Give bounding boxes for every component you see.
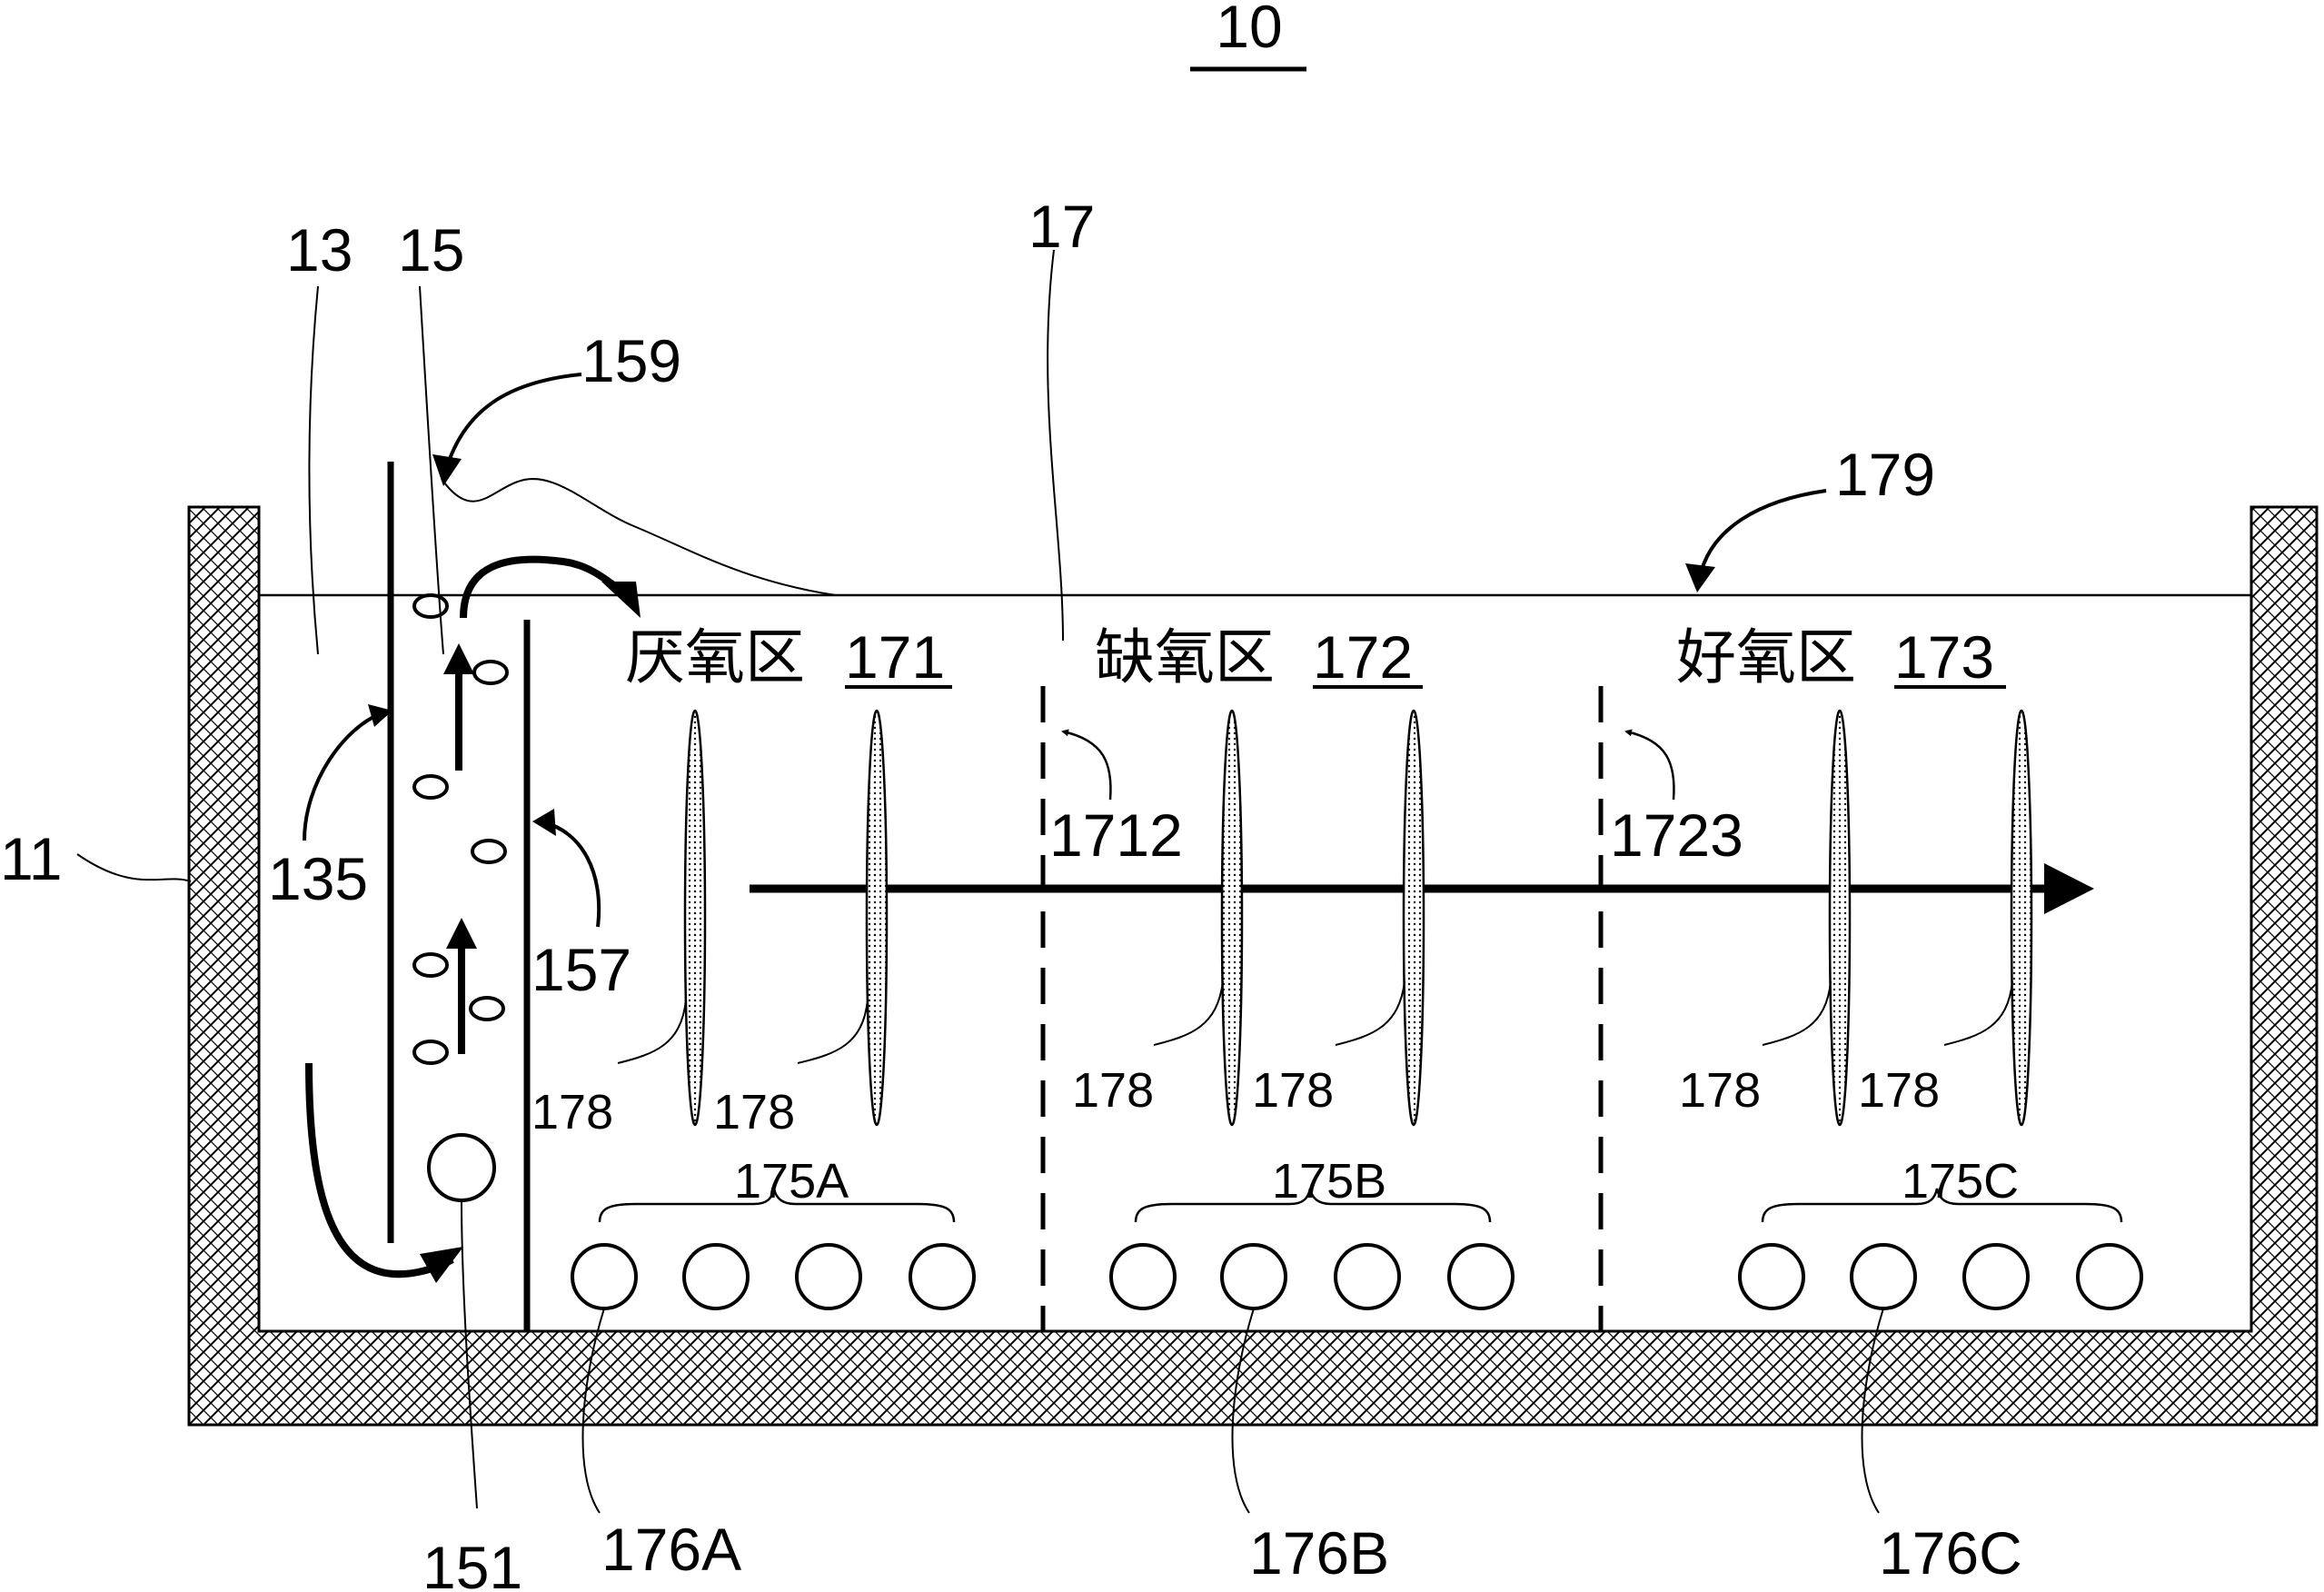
- overflow-flow-arrow-head: [601, 582, 641, 618]
- diffuser: [909, 1243, 976, 1310]
- label-178: 178: [1858, 1063, 1940, 1118]
- overflow-flow-arrow: [460, 555, 630, 619]
- label-1712: 1712: [1049, 801, 1183, 869]
- inflow-arrow: [305, 1062, 454, 1279]
- label-176a: 176A: [601, 1516, 741, 1583]
- zone-anaerobic: 厌氧区 171: [625, 622, 952, 692]
- label-176c: 176C: [1879, 1519, 2022, 1587]
- media-178: [1402, 709, 1425, 1127]
- pointer-179-head: [1685, 563, 1715, 592]
- bubble: [412, 774, 449, 800]
- label-15: 15: [398, 216, 464, 284]
- bubble: [472, 660, 509, 685]
- diffuser: [2076, 1243, 2143, 1310]
- bubble: [412, 593, 449, 619]
- main-flow-arrow-head: [2044, 863, 2094, 914]
- label-178: 178: [531, 1085, 613, 1139]
- zone-aerobic: 好氧区 173: [1676, 622, 2006, 692]
- media-178: [2010, 709, 2033, 1127]
- diffuser: [571, 1243, 638, 1310]
- pointer-135-head: [368, 704, 392, 727]
- diffuser: [682, 1243, 750, 1310]
- diffusers-b: [1109, 1243, 1515, 1310]
- brace-175b: [1134, 1188, 1492, 1223]
- label-151: 151: [422, 1534, 522, 1592]
- brace-175a: [598, 1188, 956, 1223]
- zone-name: 厌氧区: [625, 622, 805, 692]
- label-159: 159: [581, 327, 681, 394]
- diffuser: [1738, 1243, 1805, 1310]
- label-17: 17: [1028, 193, 1095, 260]
- diffuser: [1447, 1243, 1515, 1310]
- pointer-1712: [1061, 729, 1112, 801]
- diffuser: [1962, 1243, 2030, 1310]
- bubble: [471, 839, 507, 864]
- bubble: [412, 952, 449, 978]
- label-178: 178: [713, 1085, 795, 1139]
- diffuser: [1109, 1243, 1177, 1310]
- label-179: 179: [1835, 441, 1935, 508]
- inflow-arrow-head: [420, 1247, 463, 1283]
- pointer-157: [542, 821, 601, 928]
- up-arrow-head: [443, 643, 474, 674]
- bottom-leaders: [461, 1199, 1884, 1514]
- diffusers-c: [1738, 1243, 2143, 1310]
- diffuser: [1334, 1243, 1401, 1310]
- bubble: [412, 1040, 449, 1065]
- zone-anoxic: 缺氧区 172: [1095, 622, 1423, 692]
- tank-wall: [187, 505, 2319, 1427]
- riser-bubbles: [412, 593, 509, 1065]
- label-175c: 175C: [1902, 1154, 2019, 1209]
- pointer-1723: [1624, 729, 1675, 801]
- up-arrow-head: [446, 918, 477, 949]
- top-leaders: [76, 249, 1064, 882]
- aerator-151: [427, 1133, 496, 1202]
- media-178: [683, 709, 707, 1127]
- label-175a: 175A: [734, 1154, 849, 1209]
- diffuser: [1220, 1243, 1287, 1310]
- label-178: 178: [1252, 1063, 1334, 1118]
- label-175b: 175B: [1272, 1154, 1386, 1209]
- media-178: [865, 709, 889, 1127]
- label-13: 13: [286, 216, 353, 284]
- diffusers-a: [571, 1243, 976, 1310]
- bubble: [469, 996, 505, 1021]
- overflow-curve-159: [441, 478, 837, 596]
- media-178: [1828, 709, 1852, 1127]
- label-1723: 1723: [1610, 801, 1743, 869]
- pointer-179: [1697, 489, 1827, 582]
- zone-number: 173: [1894, 623, 1994, 691]
- zone-number: 172: [1313, 623, 1413, 691]
- zone-name: 缺氧区: [1095, 622, 1275, 692]
- label-178: 178: [1072, 1063, 1154, 1118]
- diffuser: [795, 1243, 862, 1310]
- label-178: 178: [1679, 1063, 1761, 1118]
- zone-name: 好氧区: [1676, 622, 1856, 692]
- pointer-157-head: [532, 809, 556, 836]
- pointer-159-head: [432, 454, 462, 486]
- label-11: 11: [0, 825, 63, 892]
- media-leaders: [617, 980, 2013, 1064]
- media-group: [683, 709, 2033, 1127]
- media-178: [1220, 709, 1244, 1127]
- label-135: 135: [268, 845, 368, 912]
- diffuser: [1850, 1243, 1917, 1310]
- zone-number: 171: [845, 623, 945, 691]
- brace-175c: [1761, 1188, 2123, 1223]
- figure-number: 10: [1216, 0, 1282, 60]
- label-176b: 176B: [1249, 1519, 1389, 1587]
- label-157: 157: [531, 936, 631, 1003]
- pointer-159: [443, 373, 582, 473]
- pointer-135: [303, 711, 382, 841]
